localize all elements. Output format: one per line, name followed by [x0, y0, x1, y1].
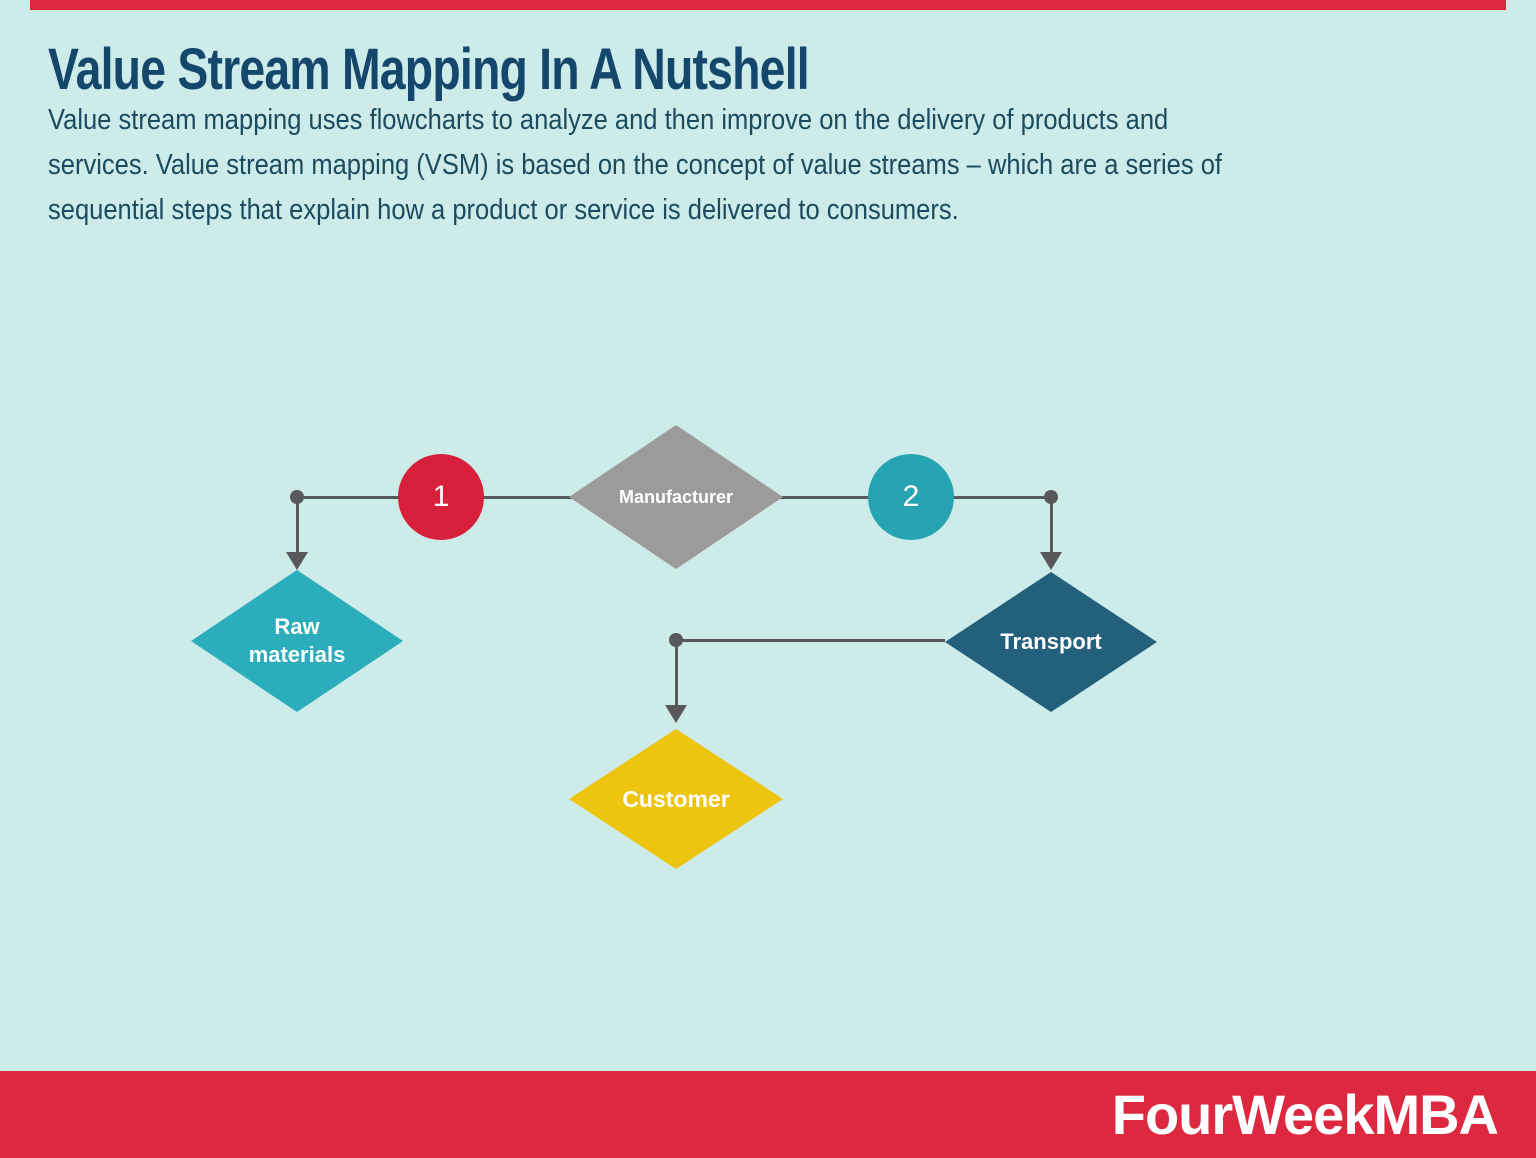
step-marker-2-label: 2: [902, 480, 920, 513]
node-raw-materials: Raw materials: [191, 570, 403, 712]
step-marker-2: 2: [868, 454, 954, 540]
flow-line-vertical-right: [1050, 497, 1053, 553]
node-raw-materials-label: Raw materials: [248, 614, 346, 667]
arrow-down-icon-right: [1040, 552, 1062, 570]
flow-line-vertical-center: [675, 640, 678, 706]
step-marker-1: 1: [398, 454, 484, 540]
page-description: Value stream mapping uses flowcharts to …: [48, 104, 1223, 226]
footer-bar: FourWeekMBA: [0, 1071, 1536, 1158]
node-manufacturer-label: Manufacturer: [618, 486, 734, 507]
node-manufacturer: Manufacturer: [569, 425, 783, 569]
node-customer: Customer: [569, 729, 783, 869]
page-title: Value Stream Mapping In A Nutshell: [48, 37, 810, 102]
node-transport: Transport: [945, 572, 1157, 712]
node-customer-label: Customer: [622, 785, 730, 812]
flow-line-vertical-left: [296, 497, 299, 553]
step-marker-1-label: 1: [432, 480, 450, 513]
arrow-down-icon-left: [286, 552, 308, 570]
brand-logo: FourWeekMBA: [1111, 1083, 1499, 1146]
flow-line-horizontal-transport-customer: [676, 639, 945, 642]
arrow-down-icon-center: [665, 705, 687, 723]
node-transport-label: Transport: [1000, 629, 1102, 654]
top-accent-bar: [30, 0, 1506, 10]
